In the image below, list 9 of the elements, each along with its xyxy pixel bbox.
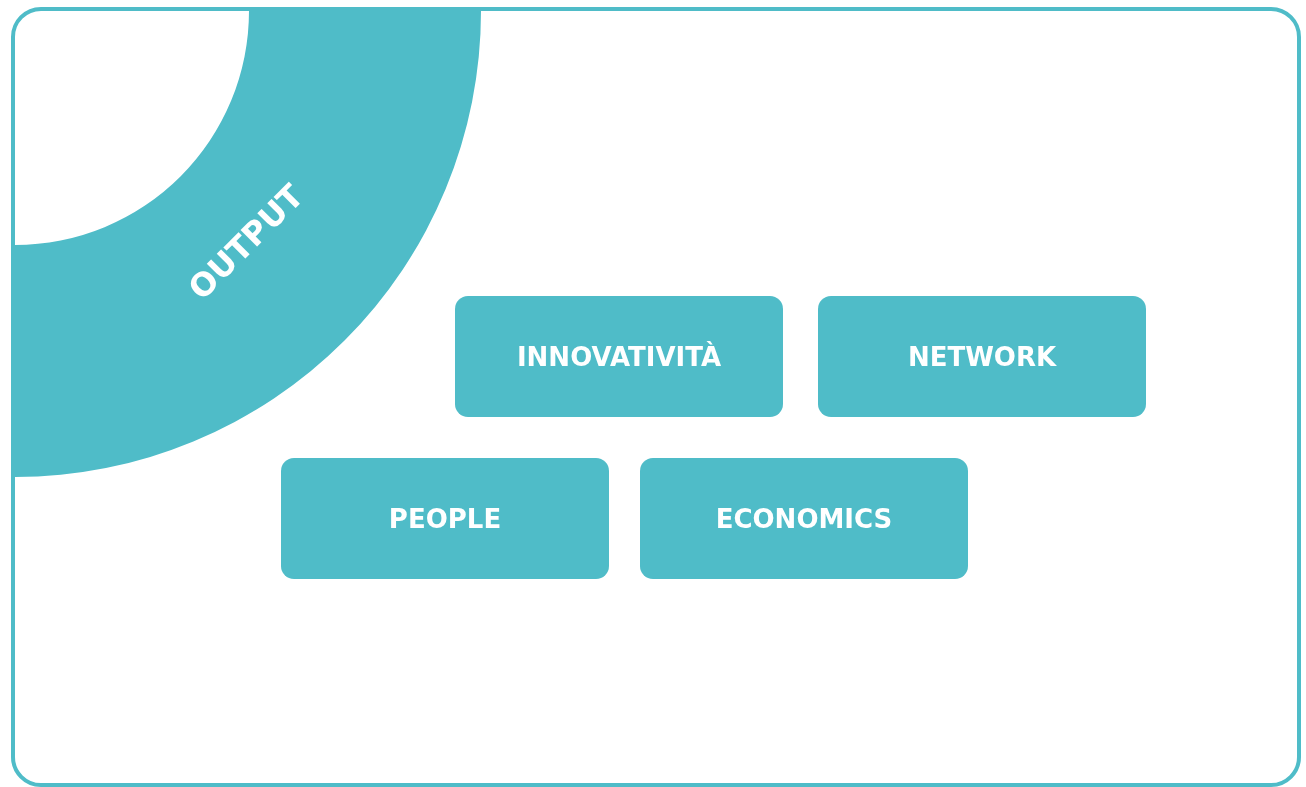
category-box [640, 458, 968, 579]
frame-border [11, 7, 1301, 787]
box-label: PEOPLE [388, 503, 502, 534]
box-label: NETWORK [907, 341, 1057, 372]
category-box [455, 296, 783, 417]
box-label: ECONOMICS [715, 503, 893, 534]
category-box [818, 296, 1146, 417]
box-label: INNOVATIVITÀ [516, 341, 722, 372]
category-box [281, 458, 609, 579]
